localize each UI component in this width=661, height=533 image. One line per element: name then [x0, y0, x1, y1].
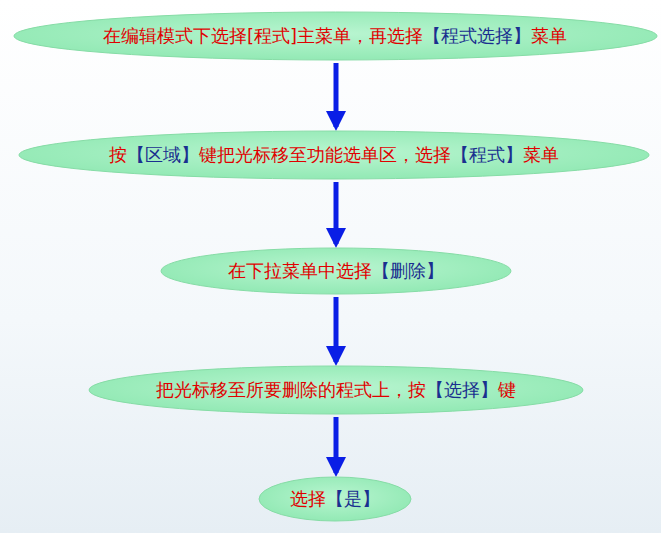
process-ellipse: 在下拉菜单中选择【删除】 [160, 247, 512, 295]
step-text: 把光标移至所要删除的程式上，按【选择】键 [156, 379, 516, 401]
flow-arrow [334, 297, 339, 362]
flow-arrow [334, 417, 339, 473]
step-text: 在编辑模式下选择[程式]主菜单，再选择【程式选择】菜单 [103, 25, 567, 47]
process-ellipse: 把光标移至所要删除的程式上，按【选择】键 [88, 365, 584, 415]
flow-arrow [334, 182, 339, 244]
step-text: 选择【是】 [290, 488, 380, 510]
step-text: 按【区域】键把光标移至功能选单区，选择【程式】菜单 [109, 144, 559, 166]
flow-arrow [334, 63, 339, 127]
process-ellipse: 按【区域】键把光标移至功能选单区，选择【程式】菜单 [18, 130, 650, 180]
step-text: 在下拉菜单中选择【删除】 [228, 260, 444, 282]
process-ellipse: 在编辑模式下选择[程式]主菜单，再选择【程式选择】菜单 [13, 11, 658, 61]
process-ellipse: 选择【是】 [258, 476, 412, 522]
